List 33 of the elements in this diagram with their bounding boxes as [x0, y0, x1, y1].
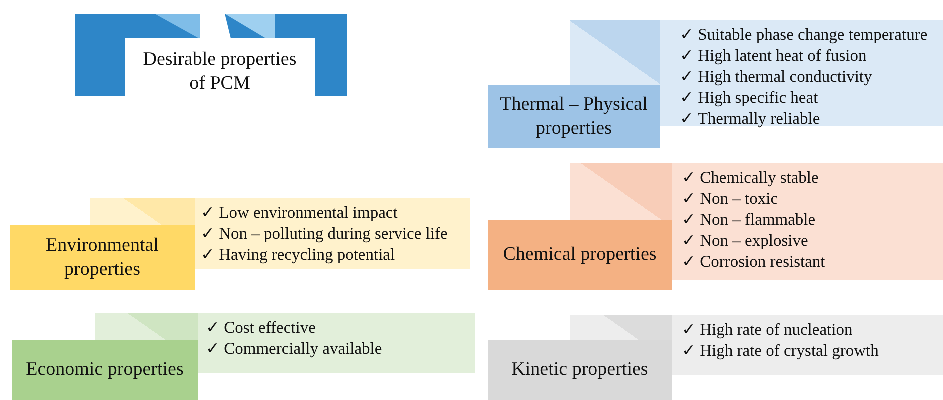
checklist-item: ✓ Non – toxic	[682, 188, 780, 209]
checklist-item: ✓ Corrosion resistant	[682, 251, 826, 272]
category-label: Environmental properties	[45, 234, 160, 282]
checklist-panel	[195, 198, 470, 269]
category-box	[12, 340, 198, 400]
category-label: Chemical properties	[503, 243, 657, 267]
category-label: Kinetic properties	[512, 358, 648, 382]
checklist-item: ✓ Low environmental impact	[201, 202, 399, 223]
checklist-item: ✓ Suitable phase change temperature	[680, 24, 929, 45]
category-box	[488, 220, 672, 290]
checklist-item: ✓ Thermally reliable	[680, 108, 822, 129]
category-label: Economic properties	[26, 358, 184, 382]
category-box	[488, 340, 672, 400]
checklist-item: ✓ Chemically stable	[682, 167, 820, 188]
checklist-item: ✓ Having recycling potential	[201, 244, 396, 265]
category-label: Thermal – Physical properties	[499, 92, 649, 140]
checklist-item: ✓ High rate of crystal growth	[682, 340, 880, 361]
checklist-item: ✓ High specific heat	[680, 87, 820, 108]
checklist-item: ✓ Non – polluting during service life	[201, 223, 449, 244]
checklist-panel	[672, 315, 943, 375]
checklist-panel	[198, 313, 475, 373]
checklist-item: ✓ Non – flammable	[682, 209, 817, 230]
category-box	[10, 225, 195, 290]
checklist-item: ✓ Non – explosive	[682, 230, 810, 251]
checklist-panel	[672, 163, 943, 280]
checklist-item: ✓ High thermal conductivity	[680, 66, 874, 87]
checklist-item: ✓ High rate of nucleation	[682, 319, 854, 340]
title-text: Desirable properties of PCM	[142, 48, 298, 96]
checklist-item: ✓ Commercially available	[206, 338, 384, 359]
checklist-item: ✓ High latent heat of fusion	[680, 45, 868, 66]
category-box	[488, 85, 660, 148]
checklist-item: ✓ Cost effective	[206, 317, 317, 338]
checklist-panel	[660, 20, 943, 126]
